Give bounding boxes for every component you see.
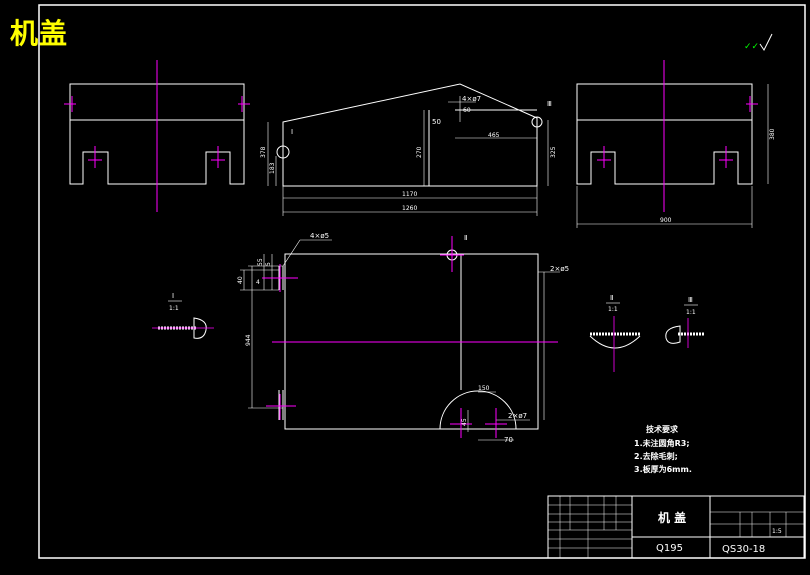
note-1: 1.未注圆角R3; <box>634 438 690 448</box>
note-2: 2.去除毛刺; <box>634 451 678 461</box>
front-view <box>276 83 543 187</box>
callout-iii: Ⅲ <box>547 100 552 108</box>
callout-i: Ⅰ <box>291 128 293 136</box>
detail-iii-label: Ⅲ <box>688 296 693 304</box>
detail-i: Ⅰ 1:1 <box>152 292 214 339</box>
detail-iii-scale: 1:1 <box>686 309 696 316</box>
detail-ii: Ⅱ 1:1 <box>589 294 641 372</box>
front-dim-4x7: 4×ø7 <box>462 95 481 103</box>
notes-heading: 技术要求 <box>646 424 679 434</box>
tech-notes: 技术要求 1.未注圆角R3; 2.去除毛刺; 3.板厚为6mm. <box>634 424 692 474</box>
front-dim-1170: 1170 <box>402 191 417 198</box>
note-3: 3.板厚为6mm. <box>634 464 692 474</box>
front-dim-183: 183 <box>269 162 276 174</box>
front-dim-378: 378 <box>260 146 267 158</box>
roughness-symbol: ✓✓ <box>744 33 773 52</box>
left-view-centerlines <box>64 60 250 212</box>
detail-iii: Ⅲ 1:1 <box>665 296 704 348</box>
detail-ii-label: Ⅱ <box>610 294 613 302</box>
callout-ii: Ⅱ <box>464 234 467 242</box>
side-dim-height: 380 <box>769 128 776 140</box>
detail-i-scale: 1:1 <box>169 305 179 312</box>
top-dim-5: 5 <box>265 262 272 266</box>
side-dim-width: 900 <box>660 217 672 224</box>
top-dim-2x5: 2×ø5 <box>550 265 569 273</box>
side-view <box>576 83 769 228</box>
material: Q195 <box>656 543 683 554</box>
top-dim-150: 150 <box>478 385 490 392</box>
detail-i-label: Ⅰ <box>172 292 174 300</box>
title-block <box>547 495 805 559</box>
front-dim-325: 325 <box>550 146 557 158</box>
top-dim-4: 4 <box>256 279 260 286</box>
top-dim-55: 55 <box>257 258 264 266</box>
front-dim-465: 465 <box>488 132 500 139</box>
top-view <box>278 249 539 430</box>
drawing-number: QS30-18 <box>722 544 765 555</box>
side-view-centerlines <box>597 60 758 212</box>
top-view-dims <box>240 239 560 441</box>
detail-ii-scale: 1:1 <box>608 306 618 313</box>
front-dim-270: 270 <box>416 146 423 158</box>
front-dim-60: 60 <box>463 107 471 114</box>
scale: 1:5 <box>772 528 782 535</box>
top-dim-45: 45 <box>461 418 468 426</box>
top-dim-40: 40 <box>237 276 244 284</box>
front-dim-1260: 1260 <box>402 205 417 212</box>
top-dim-944: 944 <box>245 334 252 346</box>
inner-frame <box>38 4 806 559</box>
top-dim-70: 70 <box>504 436 513 444</box>
top-dim-2x7: 2×ø7 <box>508 412 527 420</box>
front-view-dims <box>267 96 549 216</box>
svg-text:✓✓: ✓✓ <box>744 42 759 52</box>
top-view-centerlines <box>262 236 558 438</box>
top-dim-4x5: 4×ø5 <box>310 232 329 240</box>
part-name: 机 盖 <box>658 510 686 525</box>
front-dim-50: 50 <box>432 118 441 126</box>
